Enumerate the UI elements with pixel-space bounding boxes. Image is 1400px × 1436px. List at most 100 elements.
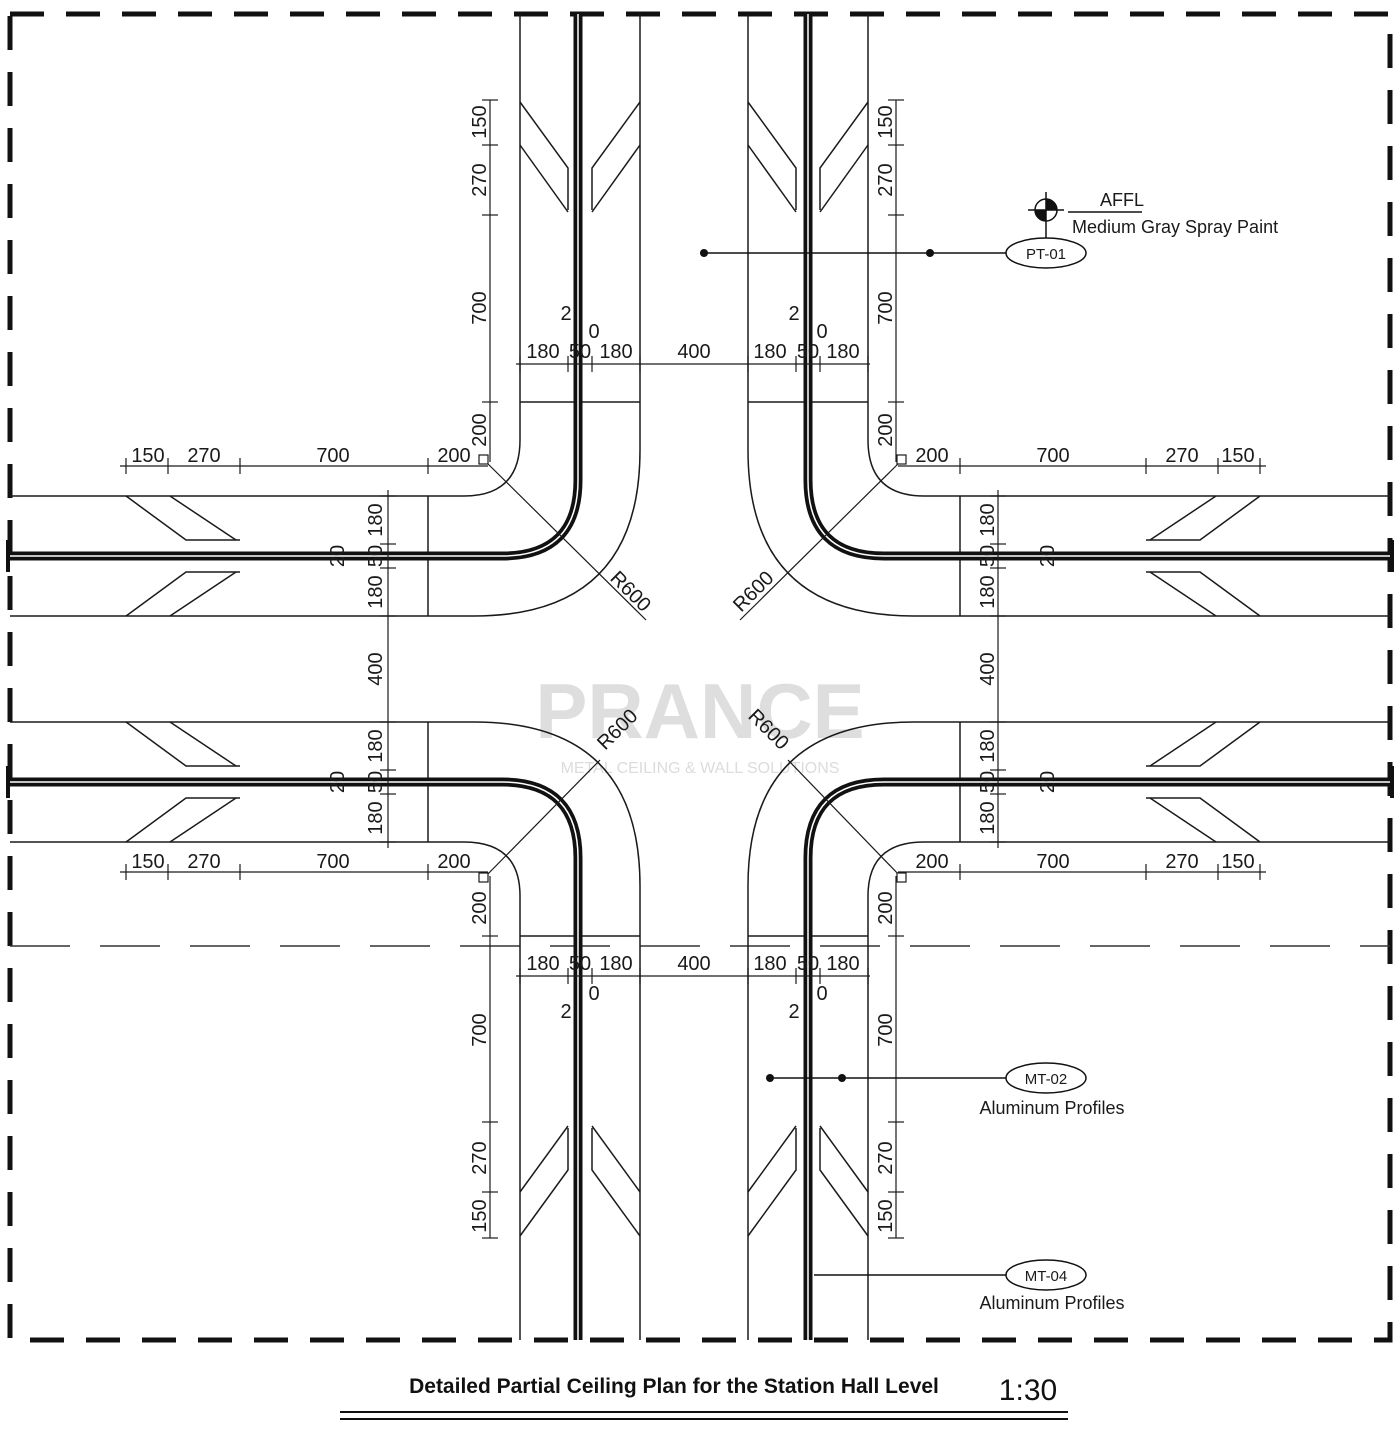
callout-mt04: MT-04 Aluminum Profiles <box>814 1259 1125 1313</box>
dim-rm-20-upper: 20 <box>1037 545 1059 567</box>
dim-lm-180d: 180 <box>365 801 387 834</box>
dim-tr-150: 150 <box>875 105 897 138</box>
dim-bm-180c: 180 <box>753 953 786 975</box>
dim-rm-50b: 50 <box>977 771 999 793</box>
dim-bm-180b: 180 <box>599 953 632 975</box>
drawing-frame <box>7 11 1393 1343</box>
dim-lm-180c: 180 <box>365 729 387 762</box>
drawing-title: Detailed Partial Ceiling Plan for the St… <box>409 1375 939 1398</box>
callout-mt02-tag: MT-02 <box>1025 1071 1068 1088</box>
dimension-lines <box>120 99 1266 1239</box>
dim-hul-150: 150 <box>131 445 164 467</box>
dim-hur-200: 200 <box>915 445 948 467</box>
dim-hll-150: 150 <box>131 851 164 873</box>
dim-rm-180c: 180 <box>977 729 999 762</box>
dim-lm-20-upper: 20 <box>327 545 349 567</box>
dim-hll-200: 200 <box>437 851 470 873</box>
dim-rm-180d: 180 <box>977 801 999 834</box>
dim-br-270: 270 <box>875 1141 897 1174</box>
dim-rm-180b: 180 <box>977 575 999 608</box>
radius-label-ur: R600 <box>729 567 778 616</box>
profile-lower-right <box>803 777 1390 1340</box>
profile-upper-right <box>803 14 1390 561</box>
dim-tr-270: 270 <box>875 163 897 196</box>
dim-bm-400: 400 <box>677 953 710 975</box>
dim-br-200: 200 <box>875 891 897 924</box>
radius-markers <box>478 454 907 883</box>
corner-upper-left <box>10 14 641 617</box>
watermark: PRANCE METAL CEILING & WALL SOLUTIONS <box>535 667 864 777</box>
dim-hlr-200: 200 <box>915 851 948 873</box>
dim-tl-150: 150 <box>469 105 491 138</box>
dim-tl-200: 200 <box>469 413 491 446</box>
dim-bm-180d: 180 <box>826 953 859 975</box>
dim-hlr-270: 270 <box>1165 851 1198 873</box>
dim-tm-0-right: 0 <box>816 321 827 343</box>
corner-lower-right <box>747 721 1390 1340</box>
dim-bm-180a: 180 <box>526 953 559 975</box>
dim-rm-20-lower: 20 <box>1037 771 1059 793</box>
dim-tr-700: 700 <box>875 291 897 324</box>
callout-pt01-note: Medium Gray Spray Paint <box>1072 217 1278 237</box>
dim-br-700: 700 <box>875 1013 897 1046</box>
watermark-tagline: METAL CEILING & WALL SOLUTIONS <box>561 760 840 777</box>
dim-tl-270: 270 <box>469 163 491 196</box>
dim-lm-50a: 50 <box>365 545 387 567</box>
profile-end-caps <box>6 540 1394 798</box>
dim-tl-700: 700 <box>469 291 491 324</box>
dim-bm-2-right: 2 <box>788 1001 799 1023</box>
dim-rm-50a: 50 <box>977 545 999 567</box>
dim-tm-0-left: 0 <box>588 321 599 343</box>
watermark-logo: PRANCE <box>535 667 864 755</box>
dim-tr-200: 200 <box>875 413 897 446</box>
callout-pt01-tag: PT-01 <box>1026 246 1066 263</box>
dim-bm-2-left: 2 <box>560 1001 571 1023</box>
dim-bl-150: 150 <box>469 1199 491 1232</box>
dim-tm-180d: 180 <box>826 341 859 363</box>
dim-hlr-150: 150 <box>1221 851 1254 873</box>
dim-bl-270: 270 <box>469 1141 491 1174</box>
callout-mt02: MT-02 Aluminum Profiles <box>766 1062 1125 1118</box>
dim-lm-400: 400 <box>365 652 387 685</box>
profile-upper-left <box>10 14 583 561</box>
dim-hul-270: 270 <box>187 445 220 467</box>
callout-pt01: PT-01 Medium Gray Spray Paint <box>700 217 1278 269</box>
dim-hul-200: 200 <box>437 445 470 467</box>
dim-hur-150: 150 <box>1221 445 1254 467</box>
dim-hur-700: 700 <box>1036 445 1069 467</box>
callout-mt04-note: Aluminum Profiles <box>979 1293 1124 1313</box>
drawing-scale: 1:30 <box>999 1374 1057 1407</box>
dim-tm-400: 400 <box>677 341 710 363</box>
dim-bm-0-left: 0 <box>588 983 599 1005</box>
dim-tm-50b: 50 <box>797 341 819 363</box>
dim-bm-0-right: 0 <box>816 983 827 1005</box>
dim-tm-50a: 50 <box>569 341 591 363</box>
profile-lower-left <box>10 777 583 1340</box>
dim-rm-180a: 180 <box>977 503 999 536</box>
dim-hll-700: 700 <box>316 851 349 873</box>
dim-hlr-700: 700 <box>1036 851 1069 873</box>
dim-bl-200: 200 <box>469 891 491 924</box>
dim-tm-180b: 180 <box>599 341 632 363</box>
level-marker-label: AFFL <box>1100 190 1144 210</box>
dim-hll-270: 270 <box>187 851 220 873</box>
dim-lm-180a: 180 <box>365 503 387 536</box>
radius-label-ul: R600 <box>606 567 655 616</box>
dim-bm-50b: 50 <box>797 953 819 975</box>
dim-tm-2-left: 2 <box>560 303 571 325</box>
callout-mt04-tag: MT-04 <box>1025 1268 1068 1285</box>
title-block: Detailed Partial Ceiling Plan for the St… <box>340 1374 1068 1420</box>
dim-bm-50a: 50 <box>569 953 591 975</box>
corner-upper-right <box>747 14 1390 617</box>
dim-bl-700: 700 <box>469 1013 491 1046</box>
callout-mt02-note: Aluminum Profiles <box>979 1098 1124 1118</box>
dim-br-150: 150 <box>875 1199 897 1232</box>
dim-tm-180c: 180 <box>753 341 786 363</box>
dim-lm-20-lower: 20 <box>327 771 349 793</box>
level-marker: AFFL <box>1028 190 1144 238</box>
dim-lm-180b: 180 <box>365 575 387 608</box>
dim-hul-700: 700 <box>316 445 349 467</box>
dim-tm-2-right: 2 <box>788 303 799 325</box>
dim-hur-270: 270 <box>1165 445 1198 467</box>
